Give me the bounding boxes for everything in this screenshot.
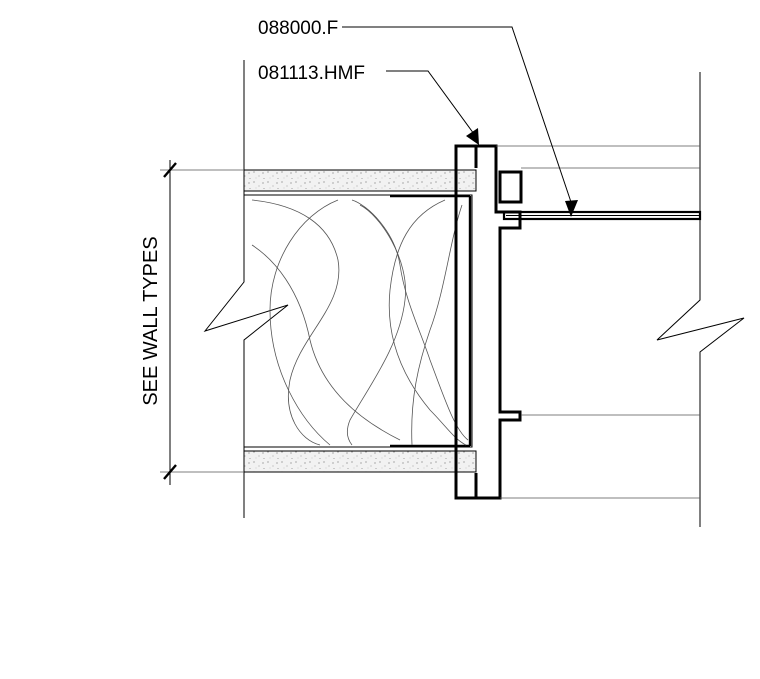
frame-leader-arrowhead	[466, 128, 479, 145]
glazing-stop	[498, 170, 523, 204]
right-wall-break-line	[656, 72, 745, 527]
reference-lines	[496, 145, 700, 499]
stud-cavity-outline	[244, 194, 473, 448]
left-wall-break-line	[203, 60, 289, 518]
batt-insulation	[251, 199, 469, 446]
glazing-leader-arrowhead	[565, 200, 578, 217]
dimension-label: SEE WALL TYPES	[140, 236, 162, 405]
wall-dimension: SEE WALL TYPES	[140, 160, 244, 485]
callout-glazing: 088000.F	[258, 18, 578, 217]
frame-callout-label: 081113.HMF	[258, 63, 365, 84]
glazing-callout-label: 088000.F	[258, 18, 338, 39]
callout-frame: 081113.HMF	[258, 63, 479, 145]
hollow-metal-frame	[454, 144, 522, 500]
gypsum-board-top	[243, 169, 477, 192]
gypsum-board-bottom	[243, 450, 477, 473]
